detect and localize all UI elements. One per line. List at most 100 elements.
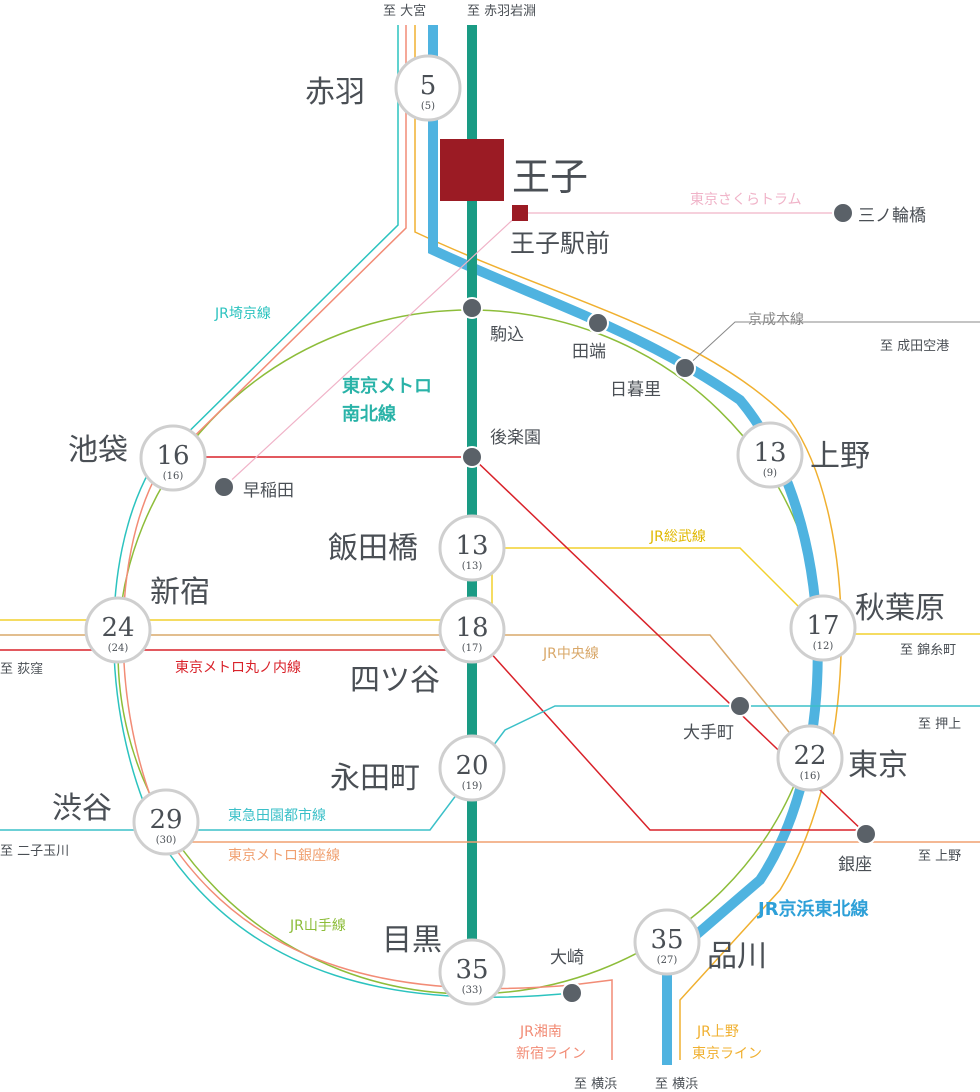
line-label-uenotokyo-2: 東京ライン <box>692 1046 762 1062</box>
travel-time-alt: (33) <box>462 985 483 996</box>
station-name-ueno: 上野 <box>810 439 870 474</box>
station-ring <box>776 724 844 792</box>
station-circle-ueno: 13(9) <box>736 421 804 489</box>
station-circle-nagatacho: 20(19) <box>438 734 506 802</box>
line-label-namboku-1: 東京メトロ <box>342 375 432 397</box>
station-dot-nippori <box>674 357 696 379</box>
station-waseda: 早稲田 <box>243 481 294 501</box>
travel-time: 29 <box>149 805 182 835</box>
travel-time: 5 <box>420 71 437 101</box>
travel-time-alt: (5) <box>421 101 435 112</box>
travel-time-alt: (16) <box>163 471 184 482</box>
station-ring <box>633 908 701 976</box>
oji-ekimae-marker <box>512 205 528 221</box>
station-name-meguro: 目黒 <box>382 923 442 958</box>
station-ring <box>789 594 857 662</box>
line-label-marunouchi: 東京メトロ丸ノ内線 <box>175 660 301 676</box>
station-circle-shinagawa: 35(27) <box>633 908 701 976</box>
line-label-keisei: 京成本線 <box>748 312 804 328</box>
line-label-keihin: JR京浜東北線 <box>756 898 869 920</box>
line-label-ginza: 東京メトロ銀座線 <box>228 848 340 864</box>
oji-station-marker <box>440 139 504 201</box>
travel-time-alt: (30) <box>156 835 177 846</box>
chuo-line <box>0 634 811 759</box>
keisei-line <box>684 321 980 369</box>
station-circle-tokyo: 22(16) <box>776 724 844 792</box>
line-label-yamanote: JR山手線 <box>289 918 346 934</box>
station-dot-osaki <box>561 982 583 1004</box>
station-circle-iidabashi: 13(13) <box>438 514 506 582</box>
dest-ogikubo: 至 荻窪 <box>0 661 43 677</box>
station-korakuen: 後楽園 <box>490 428 541 448</box>
travel-time-alt: (9) <box>763 468 777 479</box>
line-label-shonan-1: JR湘南 <box>519 1024 562 1040</box>
station-ring <box>84 596 152 664</box>
line-label-sakura: 東京さくらトラム <box>690 192 802 208</box>
station-ring <box>438 938 506 1006</box>
travel-time: 35 <box>650 925 683 955</box>
station-ring <box>132 788 200 856</box>
line-label-saikyo: JR埼京線 <box>214 306 271 322</box>
station-name-yotsuya: 四ツ谷 <box>350 663 440 698</box>
travel-time: 17 <box>806 611 839 641</box>
travel-time: 35 <box>455 955 488 985</box>
travel-time: 16 <box>156 441 189 471</box>
travel-time: 18 <box>455 613 488 643</box>
station-dot-waseda <box>213 476 235 498</box>
station-circle-shinjuku: 24(24) <box>84 596 152 664</box>
station-circle-shibuya: 29(30) <box>132 788 200 856</box>
station-osaki: 大崎 <box>550 948 584 968</box>
station-name-shinagawa: 品川 <box>707 939 767 974</box>
dest-kinshicho: 至 錦糸町 <box>900 642 956 658</box>
travel-time: 13 <box>753 438 786 468</box>
travel-time-alt: (27) <box>657 955 678 966</box>
station-ring <box>736 421 804 489</box>
station-dot-tabata <box>587 312 609 334</box>
station-name-shinjuku: 新宿 <box>150 575 210 610</box>
line-label-namboku-2: 南北線 <box>342 403 396 425</box>
line-label-sobu: JR総武線 <box>649 529 706 545</box>
travel-time: 22 <box>793 741 826 771</box>
station-dot-minowabashi <box>832 202 854 224</box>
dest-yokohama-keihin: 至 横浜 <box>655 1077 698 1092</box>
station-ring <box>139 424 207 492</box>
dest-oshiage: 至 押上 <box>918 717 961 732</box>
station-ring <box>394 54 462 122</box>
station-tabata: 田端 <box>572 342 606 362</box>
travel-time-alt: (17) <box>462 643 483 654</box>
station-name-ikebukuro: 池袋 <box>68 433 128 468</box>
station-name-nagatacho: 永田町 <box>330 761 420 796</box>
station-circle-yotsuya: 18(17) <box>438 596 506 664</box>
station-dot-komagome <box>461 297 483 319</box>
station-circle-meguro: 35(33) <box>438 938 506 1006</box>
travel-time: 13 <box>455 531 488 561</box>
dest-akabaneiwabuchi: 至 赤羽岩淵 <box>467 4 536 19</box>
travel-time-alt: (24) <box>108 643 129 654</box>
station-komagome: 駒込 <box>490 325 524 345</box>
station-circle-ikebukuro: 16(16) <box>139 424 207 492</box>
station-minowabashi: 三ノ輪橋 <box>858 206 926 226</box>
station-name-akihabara: 秋葉原 <box>855 591 945 626</box>
travel-time-alt: (12) <box>813 641 834 652</box>
station-name-iidabashi: 飯田橋 <box>328 531 418 566</box>
dest-omiya: 至 大宮 <box>383 3 426 19</box>
station-circle-akabane: 5(5) <box>394 54 462 122</box>
station-ring <box>438 596 506 664</box>
dest-yokohama-shonan: 至 横浜 <box>574 1077 617 1092</box>
station-otemachi: 大手町 <box>683 723 734 743</box>
line-label-shonan-2: 新宿ライン <box>516 1045 586 1062</box>
station-ginza: 銀座 <box>838 855 872 875</box>
station-nippori: 日暮里 <box>610 380 661 400</box>
travel-time: 24 <box>101 613 134 643</box>
stations: 5(5)16(16)24(24)29(30)35(33)35(27)22(16)… <box>84 54 857 1006</box>
oji-label: 王子 <box>512 155 588 199</box>
dest-ueno: 至 上野 <box>918 849 961 864</box>
dest-narita: 至 成田空港 <box>880 339 949 354</box>
station-ring <box>438 514 506 582</box>
travel-time: 20 <box>455 751 488 781</box>
line-label-toyoko: 東急田園都市線 <box>228 807 326 824</box>
station-dot-otemachi <box>729 695 751 717</box>
station-circle-akihabara: 17(12) <box>789 594 857 662</box>
oji-ekimae-label: 王子駅前 <box>510 229 610 258</box>
